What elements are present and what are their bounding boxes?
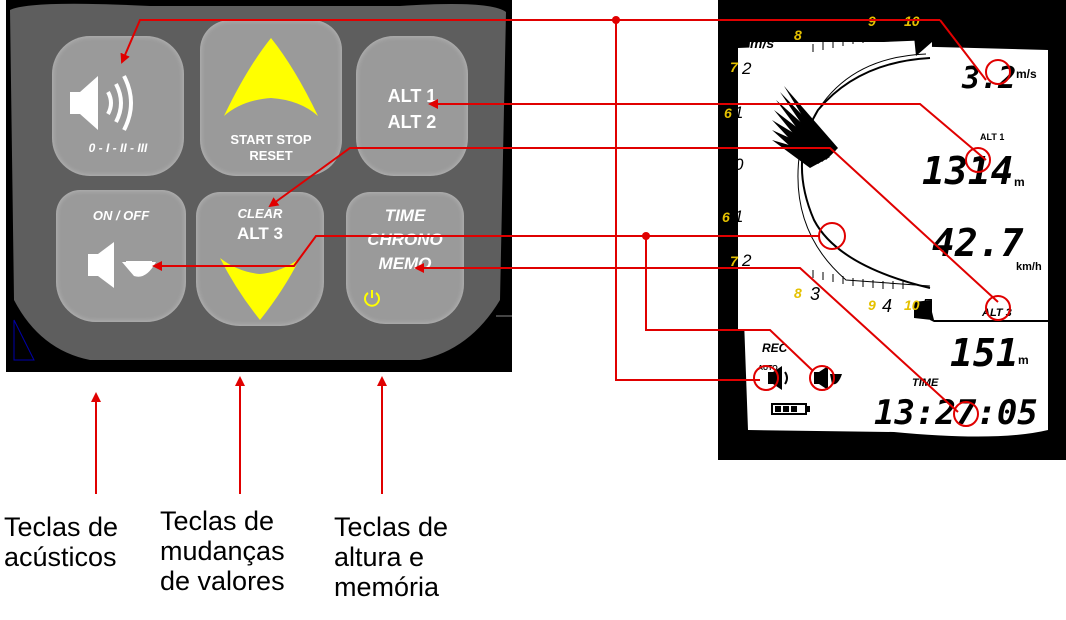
scale-num-8-bottom: 8 bbox=[794, 285, 802, 301]
scale-num-5-bottom: 5 bbox=[922, 296, 933, 316]
scale-num-7-left: 7 bbox=[730, 59, 739, 75]
scale-num-4-bottom: 4 bbox=[882, 296, 892, 316]
acoustic-key[interactable]: 0 - I - II - III bbox=[52, 36, 184, 176]
scale-num-8-top: 8 bbox=[794, 27, 802, 43]
scale-num-3-bottom: 3 bbox=[810, 284, 820, 304]
scale-num-9-top: 9 bbox=[868, 13, 876, 29]
alt1-label-lcd: ALT 1 bbox=[980, 132, 1004, 142]
scale-num-7-left-low: 7 bbox=[730, 253, 739, 269]
scale-num-1-left: 1 bbox=[734, 103, 743, 122]
alt1-value: 1314 bbox=[922, 149, 1014, 193]
caption-values: Teclas de mudanças de valores bbox=[160, 506, 285, 596]
time-value: 13:27:05 bbox=[874, 393, 1038, 433]
down-arrow-icon bbox=[220, 258, 300, 320]
alt3-value: 151 bbox=[950, 331, 1019, 375]
scale-num-4-top: 4 bbox=[882, 12, 892, 32]
alt3-unit: m bbox=[1018, 353, 1029, 367]
scale-num-2-left-low: 2 bbox=[741, 251, 752, 270]
reset-label: RESET bbox=[249, 148, 293, 163]
acoustic-key-label: 0 - I - II - III bbox=[88, 141, 148, 155]
scale-num-6-left-low: 6 bbox=[722, 209, 730, 225]
scale-num-10-top: 10 bbox=[904, 13, 920, 29]
speed-value: 42.7 bbox=[932, 221, 1024, 265]
scale-num-0-left: 0 bbox=[734, 155, 744, 174]
time-chrono-memo-key[interactable]: TIME CHRONO MEMO bbox=[346, 192, 464, 324]
alt2-label: ALT 2 bbox=[387, 112, 437, 132]
up-arrow-icon bbox=[224, 38, 318, 116]
alt1-unit: m bbox=[1014, 175, 1025, 189]
scale-num-6-left: 6 bbox=[724, 105, 732, 121]
scale-num-1-left-low: 1 bbox=[734, 207, 743, 226]
memo-label: MEMO bbox=[378, 254, 432, 273]
chrono-label: CHRONO bbox=[367, 230, 443, 249]
scale-num-9-bottom: 9 bbox=[868, 297, 876, 313]
on-off-label: ON / OFF bbox=[92, 208, 150, 223]
alt1-label: ALT 1 bbox=[387, 86, 437, 106]
scale-num-10-bottom: 10 bbox=[904, 297, 920, 313]
clear-alt3-key[interactable]: CLEAR ALT 3 bbox=[196, 192, 324, 326]
scale-num-2-left: 2 bbox=[741, 59, 752, 78]
speaker-icon bbox=[70, 75, 133, 131]
time-label-lcd: TIME bbox=[912, 377, 939, 389]
start-stop-label: START STOP bbox=[230, 132, 312, 147]
scale-num-5-top: 5 bbox=[924, 12, 935, 32]
alt1-alt2-key[interactable]: ALT 1 ALT 2 bbox=[356, 36, 468, 176]
caption-acoustic: Teclas de acústicos bbox=[4, 512, 119, 572]
alt3-label-lcd: ALT 3 bbox=[981, 307, 1012, 319]
speed-unit: km/h bbox=[1016, 261, 1042, 273]
junction-dot-top bbox=[612, 16, 620, 24]
caption-altitude-memory: Teclas de altura e memória bbox=[334, 512, 449, 602]
scale-unit-label: m/s bbox=[750, 35, 774, 51]
on-off-key[interactable]: ON / OFF bbox=[56, 190, 186, 322]
scale-num-3-top: 3 bbox=[810, 26, 820, 46]
time-label: TIME bbox=[384, 206, 426, 225]
power-icon bbox=[364, 290, 380, 307]
start-stop-key[interactable]: START STOP RESET bbox=[200, 20, 342, 176]
vario-unit: m/s bbox=[1016, 67, 1037, 81]
vario-value: 3.2 bbox=[961, 61, 1016, 96]
rec-label: REC bbox=[762, 341, 788, 355]
clear-label: CLEAR bbox=[237, 206, 283, 221]
junction-dot-center bbox=[642, 232, 650, 240]
mute-speaker-icon bbox=[88, 242, 156, 288]
lcd-display: m/s 8 3 9 4 10 5 7 2 6 1 0 6 1 7 2 8 3 9… bbox=[718, 0, 1066, 460]
